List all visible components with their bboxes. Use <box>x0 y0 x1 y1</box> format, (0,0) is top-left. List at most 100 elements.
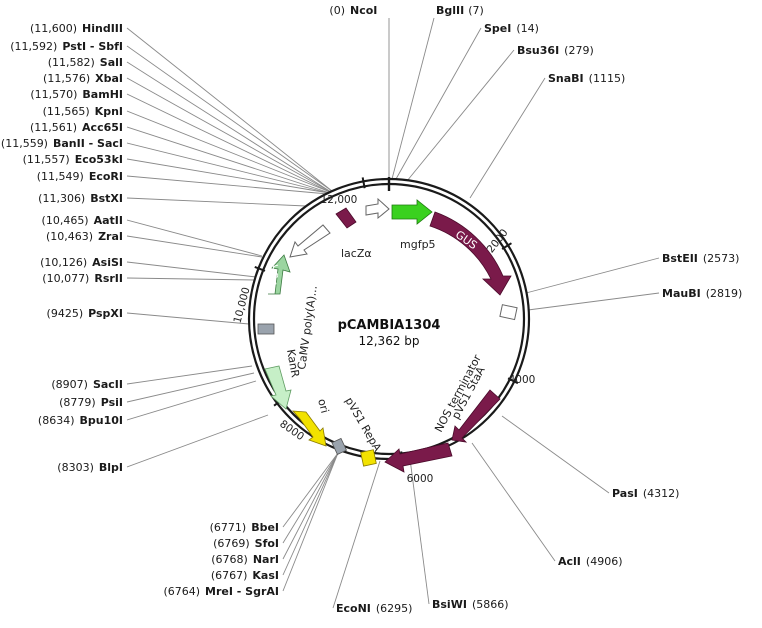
site-label-kpni: KpnI(11,565) <box>43 105 123 118</box>
site-label-bsu36i: Bsu36I(279) <box>517 44 594 57</box>
site-name: MreI - SgrAI <box>205 585 279 598</box>
site-position: (2573) <box>703 252 740 265</box>
site-position: (7) <box>468 4 484 17</box>
site-leader-line <box>282 452 339 576</box>
site-leader-line <box>282 452 339 560</box>
site-name: NarI <box>253 553 279 566</box>
terminator-box <box>499 304 518 321</box>
site-leader-line <box>126 93 331 193</box>
site-name: Eco53kI <box>75 153 123 166</box>
hygr-label: HygR <box>262 262 281 294</box>
pvs1-staa-feature-arrow <box>451 389 501 443</box>
site-leader-line <box>126 61 332 193</box>
site-label-nari: NarI(6768) <box>211 553 279 566</box>
site-leader-line <box>471 442 556 562</box>
white-feature-arrow <box>365 197 390 220</box>
small-yellow-box <box>360 449 377 467</box>
site-name: BlpI <box>99 461 123 474</box>
kanr-label: KanR <box>284 348 302 379</box>
site-name: AclI <box>558 555 581 568</box>
site-position: (8779) <box>59 396 96 409</box>
laczalpha-label: lacZα <box>341 247 372 260</box>
pvs1-repa-label: pVS1 RepA <box>342 395 384 454</box>
site-position: (2819) <box>706 287 743 300</box>
site-leader-line <box>126 277 256 281</box>
site-leader-line <box>126 142 330 194</box>
site-name: SnaBI <box>548 72 584 85</box>
site-leader-line <box>282 452 339 528</box>
site-name: BglII <box>436 4 464 17</box>
site-label-hindiii: HindIII (11,600) <box>30 22 123 35</box>
site-label-blpi: BlpI(8303) <box>57 461 123 474</box>
site-label-acli: AclI(4906) <box>558 555 622 568</box>
ori-feature-arrow <box>292 410 327 447</box>
tick-label: 6000 <box>407 473 434 485</box>
site-label-bstxi: BstXI(11,306) <box>38 192 123 205</box>
site-position: (10,463) <box>46 230 93 243</box>
site-leader-line <box>126 158 330 194</box>
site-name: BsiWI <box>432 598 467 611</box>
tick-mark <box>254 265 266 272</box>
site-position: (10,465) <box>42 214 89 227</box>
site-name: BbeI <box>251 521 279 534</box>
site-position: (0) <box>329 4 345 17</box>
site-leader-line <box>126 45 333 192</box>
site-position: (11,592) <box>10 40 57 53</box>
site-leader-line <box>469 77 546 199</box>
site-name: EcoRI <box>89 170 123 183</box>
site-position: (11,576) <box>43 72 90 85</box>
site-position: (6764) <box>163 585 200 598</box>
site-leader-line <box>282 452 339 544</box>
site-name: KasI <box>252 569 279 582</box>
site-name: RsrII <box>94 272 123 285</box>
site-position: (1115) <box>589 72 626 85</box>
site-label-bsiwi: BsiWI (5866) <box>432 598 509 611</box>
site-leader-line <box>332 460 381 609</box>
site-name: AatII <box>94 214 123 227</box>
site-position: (11,570) <box>30 88 77 101</box>
site-leader-line <box>126 372 255 403</box>
plasmid-size: 12,362 bp <box>358 334 419 348</box>
site-label-bamhi: BamHI(11,570) <box>30 88 123 101</box>
site-label-bsteii: BstEII(2573) <box>662 252 739 265</box>
site-name: SalI <box>100 56 123 69</box>
site-leader-line <box>126 110 331 193</box>
site-label-maubi: MauBI(2819) <box>662 287 742 300</box>
site-leader-line <box>406 49 515 182</box>
site-leader-line <box>126 219 263 257</box>
site-label-ecori: EcoRI(11,549) <box>37 170 123 183</box>
mgfp5-feature-arrow <box>391 199 433 225</box>
site-label-econi: EcoNI(6295) <box>336 602 412 615</box>
site-leader-line <box>126 365 253 385</box>
site-label-pspxi: PspXI (9425) <box>47 307 123 320</box>
site-name: XbaI <box>95 72 123 85</box>
site-leader-line <box>126 175 329 195</box>
site-leader-line <box>126 414 269 468</box>
site-leader-line <box>395 27 482 180</box>
site-name: PstI - SbfI <box>62 40 123 53</box>
site-leader-line <box>126 261 257 278</box>
site-position: (11,582) <box>48 56 95 69</box>
hygr-feature-arrow <box>268 254 291 295</box>
site-label-zrai: ZraI(10,463) <box>46 230 123 243</box>
site-label-sfoi: SfoI(6769) <box>213 537 279 550</box>
site-position: (11,557) <box>23 153 70 166</box>
site-label-ncoi: (0)NcoI <box>329 4 377 17</box>
site-label-eco53ki: Eco53kI (11,557) <box>23 153 123 166</box>
site-leader-line <box>126 197 307 207</box>
site-name: PspXI <box>88 307 123 320</box>
site-label-rsrii: RsrII(10,077) <box>42 272 123 285</box>
site-position: (9425) <box>47 307 84 320</box>
site-leader-line <box>391 17 435 180</box>
tick-mark <box>501 242 512 250</box>
site-name: Acc65I <box>82 121 123 134</box>
site-name: PsiI <box>101 396 123 409</box>
site-position: (11,600) <box>30 22 77 35</box>
site-position: (5866) <box>472 598 509 611</box>
laczalpha-feature-arrow <box>335 207 357 229</box>
site-name: HindIII <box>82 22 123 35</box>
site-name: BanII - SacI <box>53 137 123 150</box>
site-label-bpu10i: Bpu10I(8634) <box>38 414 123 427</box>
